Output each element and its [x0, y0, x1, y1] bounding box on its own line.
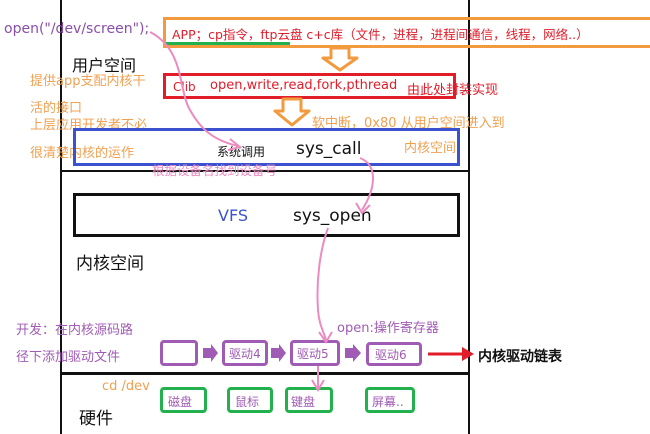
- chain-arrow-1: [203, 344, 218, 362]
- dev-note-line1: 开发：在内核源码路: [16, 323, 134, 338]
- app-box-green-underline: [166, 42, 290, 45]
- vfs-box: [73, 193, 460, 237]
- cd-dev-note: cd /dev: [102, 379, 150, 394]
- open-to-syscall-arrowhead: [227, 138, 243, 151]
- kernel-space-label: 内核空间: [76, 254, 144, 274]
- syscall-label-cn: 系统调用: [217, 145, 266, 159]
- left-note-line4: 很清楚内核的运作: [30, 146, 135, 161]
- device-screen-label: 屏幕..: [372, 395, 404, 409]
- device-box-mouse: [227, 387, 273, 413]
- kernel-hardware-separator: [60, 372, 470, 375]
- clib-prefix: Clib: [173, 80, 196, 94]
- open-call-note: open("/dev/screen");: [4, 21, 150, 37]
- clib-calls: open,write,read,fork,pthread: [210, 78, 398, 93]
- chain-arrow-2: [271, 344, 286, 362]
- device-box-keyboard: [285, 387, 333, 413]
- chain-arrow-3: [345, 344, 361, 362]
- driver-5-label: 驱动5: [297, 347, 329, 361]
- open-to-syscall-curve: [149, 31, 239, 147]
- vfs-label: VFS: [218, 206, 249, 225]
- syscall-box: [73, 128, 460, 166]
- clib-to-syscall-arrow: [273, 97, 311, 127]
- driver-4-label: 驱动4: [229, 347, 261, 361]
- device-number-note: 根据设备名找到设备号: [152, 163, 278, 178]
- syscall-label: sys_call: [296, 139, 362, 159]
- driver-box-6: [366, 342, 422, 366]
- sysopen-to-driver-arrowhead: [318, 331, 333, 344]
- device-box-disk: [160, 387, 207, 413]
- app-box-text: APP；cp指令，ftp云盘 c+c库（文件，进程，进程间通信，线程，网络..）: [172, 27, 589, 42]
- chain-label-arrowhead: [462, 347, 474, 361]
- app-box: [163, 17, 650, 48]
- app-to-clib-arrow: [321, 46, 359, 72]
- device-disk-label: 磁盘: [168, 395, 193, 409]
- left-note-line1: 提供app支配内核干: [30, 74, 146, 89]
- clib-box: [163, 73, 456, 99]
- user-kernel-separator: [60, 170, 470, 172]
- driver-box-5: [290, 340, 340, 366]
- device-keyboard-label: 键盘: [291, 395, 316, 409]
- syscall-kernel-tag: 内核空间: [404, 141, 457, 156]
- diagram-frame-left-line: [60, 0, 62, 434]
- sysopen-to-driver-curve: [316, 227, 329, 341]
- soft-interrupt-note: 软中断，0x80 从用户空间进入到: [312, 116, 505, 131]
- dev-note-line2: 径下添加驱动文件: [16, 350, 121, 365]
- left-note-line2: 活的接口: [30, 101, 83, 116]
- driver-to-keyboard-arrowhead: [311, 379, 325, 392]
- syscall-to-sysopen-curve: [359, 157, 374, 211]
- diagram-frame-right-line: [468, 0, 470, 434]
- clib-suffix: 由此处封装实现: [407, 83, 499, 98]
- syscall-to-sysopen-arrowhead: [355, 202, 371, 215]
- device-mouse-label: 鼠标: [235, 395, 260, 409]
- user-space-label: 用户空间: [72, 56, 137, 75]
- hardware-label: 硬件: [79, 409, 113, 429]
- open-register-note: open:操作寄存器: [337, 321, 439, 336]
- sys-open-label: sys_open: [293, 206, 372, 226]
- driver-box-empty: [160, 340, 198, 366]
- driver-chain-label: 内核驱动链表: [478, 349, 562, 365]
- driver-box-4: [222, 340, 268, 366]
- driver-6-label: 驱动6: [375, 348, 407, 362]
- device-box-screen: [365, 387, 415, 413]
